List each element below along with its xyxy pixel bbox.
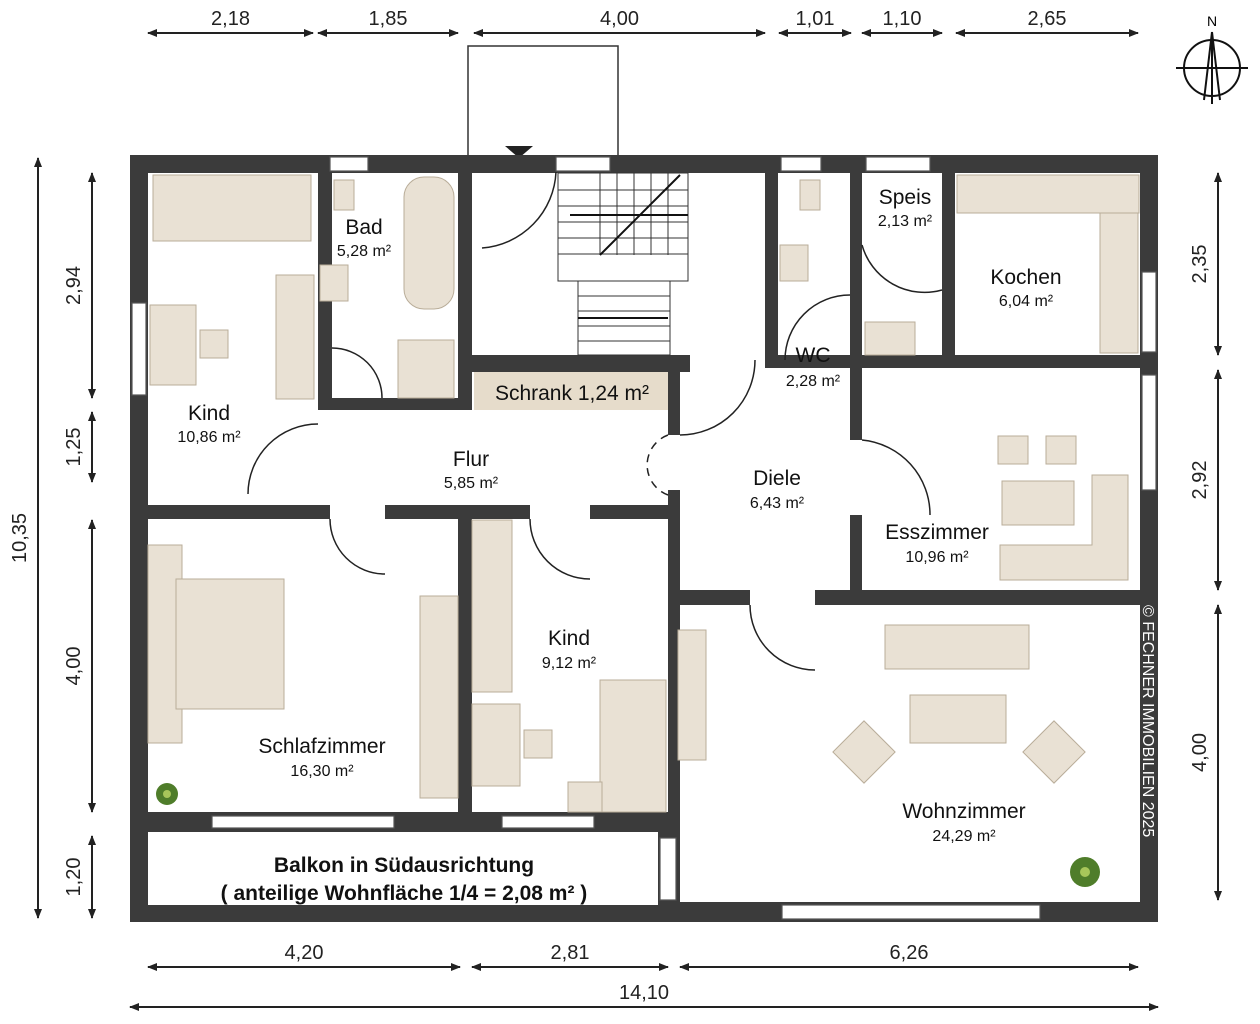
dimension-label: 14,10	[619, 982, 669, 1004]
dimension-label: 1,25	[63, 428, 85, 467]
room-area: 24,29 m²	[932, 828, 996, 845]
windows	[131, 156, 1157, 920]
entrance-arrow-icon	[505, 146, 533, 158]
staircase	[557, 172, 689, 356]
room-area: 6,43 m²	[750, 495, 805, 512]
room-area: 10,86 m²	[177, 429, 241, 446]
room-name: Kind	[548, 627, 590, 650]
dimension-label: 4,00	[1189, 733, 1211, 772]
entrance-canopy	[467, 45, 619, 159]
dimension-label: 10,35	[9, 513, 31, 563]
dimension-label: 2,94	[63, 266, 85, 305]
room-area: 10,96 m²	[905, 549, 969, 566]
plant-icon	[1070, 857, 1100, 887]
dimension-label: 1,10	[883, 8, 922, 30]
room-name: Wohnzimmer	[902, 800, 1025, 823]
room-area: 2,13 m²	[878, 213, 933, 230]
doors	[247, 171, 943, 671]
compass-north-label: N	[1207, 13, 1217, 29]
room-name: Flur	[453, 448, 489, 471]
north-compass-icon: N	[1176, 13, 1248, 104]
room-name: Esszimmer	[885, 521, 989, 544]
room-name: Kochen	[990, 266, 1061, 289]
dimension-label: 1,85	[369, 8, 408, 30]
dimension-label: 1,01	[796, 8, 835, 30]
schrank-area	[474, 372, 668, 410]
dimension-label: 2,35	[1189, 245, 1211, 284]
dimension-label: 1,20	[63, 858, 85, 897]
room-area: 5,28 m²	[337, 243, 392, 260]
dimension-label: 2,65	[1028, 8, 1067, 30]
dimension-label: 2,81	[551, 942, 590, 964]
furniture	[147, 174, 1140, 813]
room-name: Speis	[879, 186, 932, 209]
dimension-label: 4,00	[600, 8, 639, 30]
room-area: 2,28 m²	[786, 373, 841, 390]
room-area: 6,04 m²	[999, 293, 1054, 310]
copyright-label: © FECHNER IMMOBILIEN 2025	[1139, 605, 1156, 837]
room-name: WC	[796, 344, 831, 367]
room-name: Schrank 1,24 m²	[495, 382, 649, 405]
room-name: Diele	[753, 467, 801, 490]
room-name: Schlafzimmer	[258, 735, 385, 758]
room-labels: Kind 10,86 m² Bad 5,28 m² Schrank 1,24 m…	[177, 186, 1156, 905]
dimension-label: 2,92	[1189, 461, 1211, 500]
room-name: Bad	[345, 216, 382, 239]
dimension-lines: 2,18 1,85 4,00 1,01 1,10 2,65 4,20 2,81 6,26 14,1…	[9, 8, 1222, 1011]
balcony-label: Balkon in Südausrichtung	[274, 854, 534, 877]
dimension-label: 4,20	[285, 942, 324, 964]
dimension-label: 2,18	[211, 8, 250, 30]
room-area: 16,30 m²	[290, 763, 354, 780]
dimension-label: 6,26	[890, 942, 929, 964]
balcony-area-label: ( anteilige Wohnfläche 1/4 = 2,08 m² )	[221, 882, 588, 905]
dimension-label: 4,00	[63, 647, 85, 686]
room-name: Kind	[188, 402, 230, 425]
plant-icon	[156, 783, 178, 805]
room-area: 5,85 m²	[444, 475, 499, 492]
room-area: 9,12 m²	[542, 655, 597, 672]
